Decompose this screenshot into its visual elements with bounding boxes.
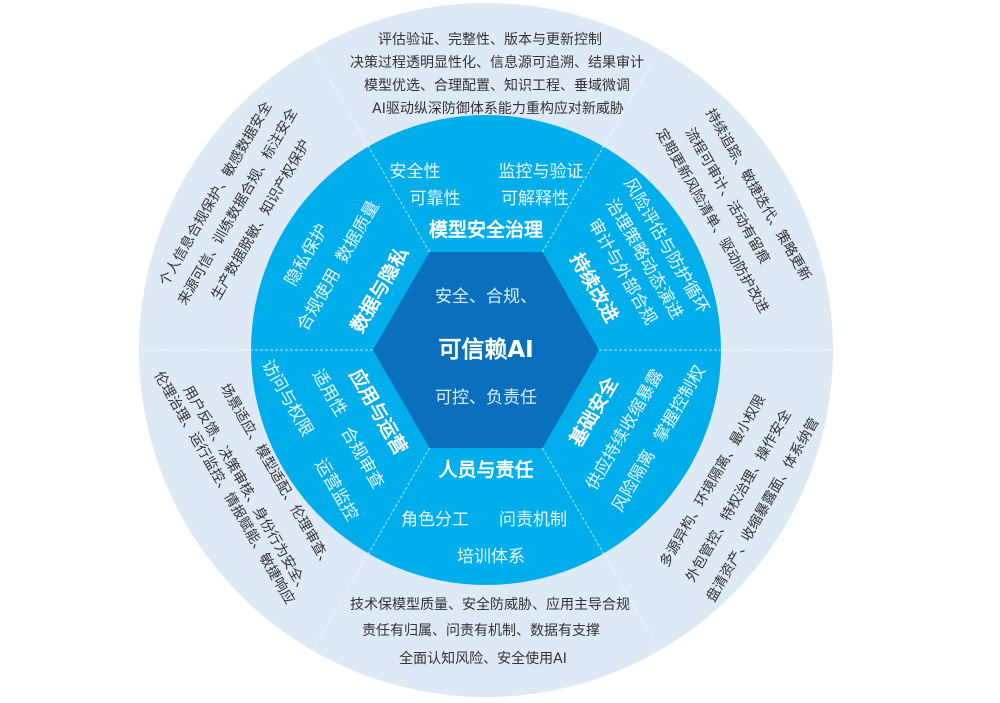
- sector-model: 模型安全治理 安全性 监控与验证 可靠性 可解释性: [390, 162, 584, 241]
- outer-line: AI驱动纵深防御体系能力重构应对新威胁: [372, 100, 624, 117]
- outer-people: 技术保模型质量、安全防威胁、应用主导合规 责任有归属、问责有机制、数据有支撑 全…: [350, 596, 630, 667]
- outer-line: 技术保模型质量、安全防威胁、应用主导合规: [350, 596, 630, 613]
- divider: [542, 49, 660, 253]
- item: 可靠性: [410, 189, 461, 209]
- item: 问责机制: [499, 510, 567, 530]
- outer-line: 决策过程透明显性化、信息源可追溯、结果审计: [350, 54, 644, 71]
- divider: [312, 49, 430, 253]
- sector-title-people: 人员与责任: [438, 458, 533, 481]
- item: 培训体系: [457, 547, 525, 567]
- divider: [312, 447, 430, 651]
- center-title: 可信赖AI: [438, 336, 533, 363]
- divider: [542, 447, 660, 651]
- item: 监控与验证: [499, 162, 584, 182]
- center-line-3: 可控、负责任: [435, 388, 537, 408]
- item: 角色分工: [401, 510, 469, 530]
- item: 安全性: [390, 162, 441, 182]
- sector-people: 人员与责任 角色分工 问责机制 培训体系: [401, 458, 567, 567]
- item: 可解释性: [501, 189, 569, 209]
- outer-line: 责任有归属、问责有机制、数据有支撑: [362, 622, 600, 639]
- center-line-1: 安全、合规、: [435, 287, 537, 307]
- sector-title-model: 模型安全治理: [429, 218, 543, 241]
- sector-dividers: [139, 49, 833, 651]
- outer-model: 评估验证、完整性、版本与更新控制 决策过程透明显性化、信息源可追溯、结果审计 模…: [350, 32, 644, 117]
- center-hexagon: [373, 252, 599, 448]
- outer-line: 全面认知风险、安全使用AI: [399, 650, 567, 667]
- outer-line: 评估验证、完整性、版本与更新控制: [378, 32, 602, 48]
- outer-line: 模型优选、合理配置、知识工程、垂域微调: [364, 77, 630, 94]
